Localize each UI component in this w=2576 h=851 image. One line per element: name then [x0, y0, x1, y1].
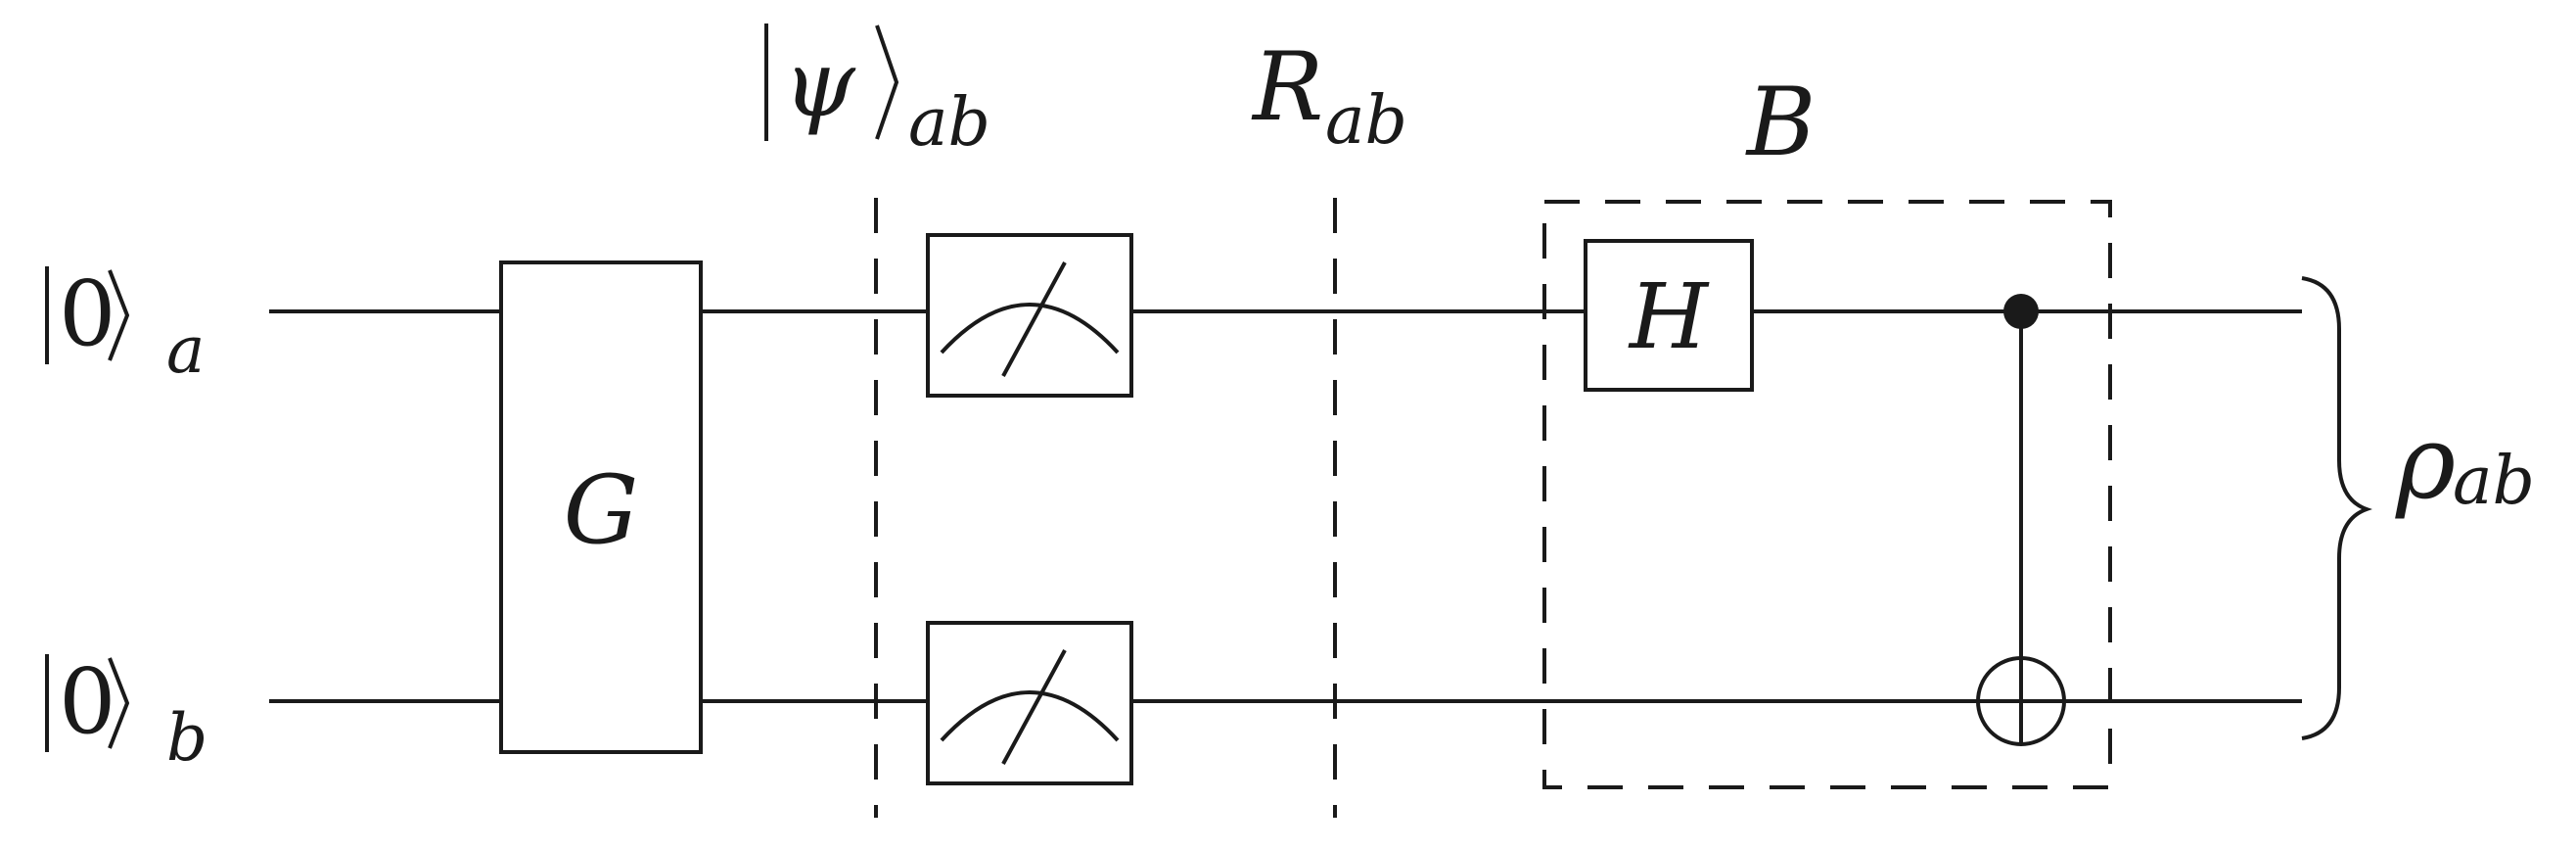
measurement-meter-a [926, 233, 1133, 398]
cnot-control-dot [2003, 294, 2039, 329]
cnot-target-circle [1976, 656, 2066, 746]
block-b [1542, 200, 2112, 789]
psi-subscript: ab [908, 84, 990, 162]
r-symbol: R [1251, 32, 1323, 142]
block-b-label: B [1745, 68, 1817, 177]
r-subscript: ab [1325, 82, 1407, 160]
psi-symbol: ψ [783, 31, 856, 138]
rho-subscript: ab [2453, 443, 2535, 520]
stage-label-psi: ψ ab [764, 24, 990, 162]
gate-g [499, 260, 703, 754]
cnot-gate [1976, 294, 2066, 746]
gate-h [1584, 239, 1754, 392]
input-subscript-b: b [166, 700, 207, 776]
input-state-a: 0 [59, 261, 116, 366]
gate-h-label: H [1628, 264, 1710, 369]
rho-symbol: ρ [2395, 402, 2456, 522]
output-brace [2301, 276, 2372, 740]
input-label-b: 0 b [45, 649, 207, 776]
input-state-b: 0 [59, 649, 116, 754]
measurement-meter-b [926, 621, 1133, 785]
output-label-rho: ρ ab [2395, 402, 2535, 522]
input-label-a: 0 a [45, 261, 205, 388]
input-subscript-a: a [166, 312, 205, 388]
gate-g-label: G [564, 455, 639, 565]
stage-label-r: R ab [1251, 32, 1407, 160]
